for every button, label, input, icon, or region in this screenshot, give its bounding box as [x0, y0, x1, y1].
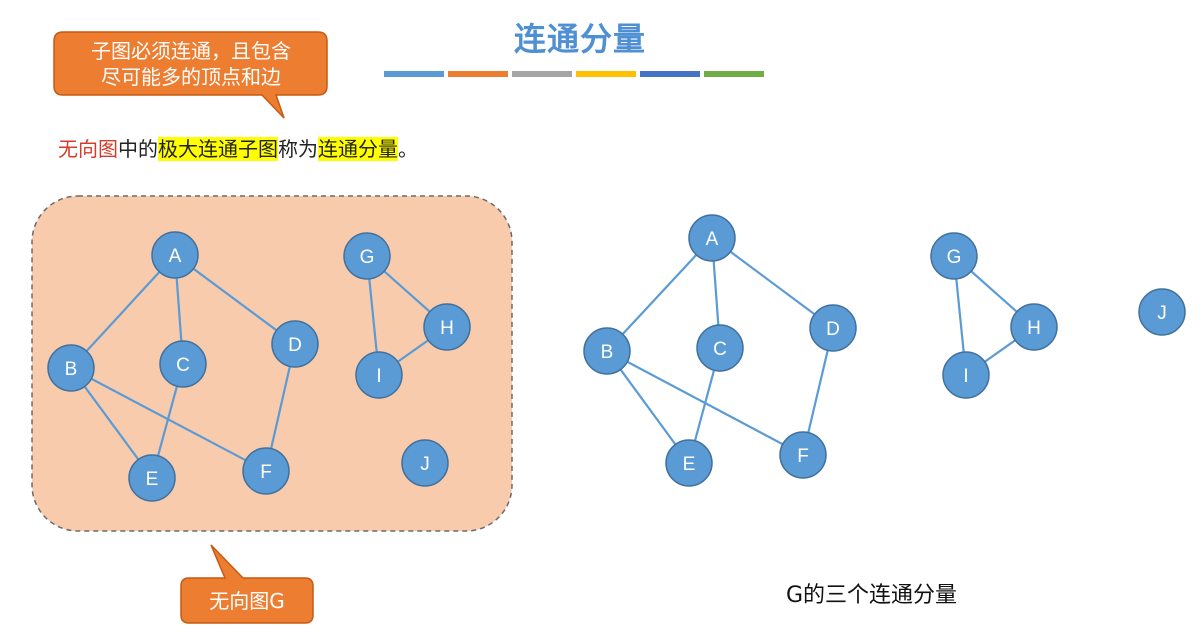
original-node-label-A: A: [169, 246, 182, 267]
definition-highlight-maximal-subgraph: 极大连通子图: [158, 137, 278, 161]
original-node-label-C: C: [176, 355, 190, 376]
original-node-circle-H: [423, 303, 471, 351]
component-node-circle-B: [583, 327, 631, 375]
component-node-B: B: [583, 327, 631, 375]
original-node-circle-B: [47, 344, 95, 392]
component-node-E: E: [665, 439, 713, 487]
title-bar-5: [640, 71, 700, 77]
component-node-F: F: [779, 431, 827, 479]
original-node-I: I: [355, 351, 403, 399]
original-node-E: E: [128, 454, 176, 502]
component-node-label-D: D: [826, 319, 840, 340]
original-node-label-G: G: [360, 247, 375, 268]
original-node-J: J: [401, 439, 449, 487]
components-graph-nodes: A B C D E F G H I J: [583, 214, 1186, 487]
original-node-circle-J: [401, 439, 449, 487]
component-node-label-B: B: [601, 342, 614, 363]
definition-period: 。: [398, 137, 418, 161]
component-node-I: I: [942, 351, 990, 399]
original-node-label-H: H: [440, 318, 454, 339]
component-node-label-J: J: [1157, 303, 1167, 324]
original-node-circle-I: [355, 351, 403, 399]
definition-text-of: 中的: [118, 137, 158, 161]
component-node-circle-J: [1138, 288, 1186, 336]
component-node-label-H: H: [1027, 318, 1041, 339]
component-node-circle-A: [688, 214, 736, 262]
definition-text-called: 称为: [278, 137, 318, 161]
original-node-label-D: D: [288, 335, 302, 356]
title-bar-6: [704, 71, 764, 77]
original-node-D: D: [271, 320, 319, 368]
title-bar-1: [384, 71, 444, 77]
component-node-circle-E: [665, 439, 713, 487]
original-graph-nodes: A B C D E F G H I J: [47, 231, 471, 502]
component-node-circle-F: [779, 431, 827, 479]
component-edge-A-B: [606, 237, 713, 352]
component-node-label-G: G: [947, 247, 962, 268]
bottom-callout-text: 无向图G: [209, 589, 285, 613]
original-node-label-J: J: [420, 454, 430, 475]
component-node-label-F: F: [797, 446, 809, 467]
component-node-C: C: [696, 324, 744, 372]
original-node-circle-F: [242, 447, 290, 495]
original-node-B: B: [47, 344, 95, 392]
original-node-label-B: B: [65, 359, 78, 380]
original-node-H: H: [423, 303, 471, 351]
title-bar-3: [512, 71, 572, 77]
original-node-circle-D: [271, 320, 319, 368]
page-title: 连通分量: [513, 20, 646, 58]
original-node-circle-A: [151, 231, 199, 279]
definition-term-undirected-graph: 无向图: [58, 137, 118, 161]
component-node-J: J: [1138, 288, 1186, 336]
original-edge-A-D: [174, 254, 296, 345]
original-node-circle-C: [159, 340, 207, 388]
bottom-callout-bubble: [180, 544, 314, 624]
title-bar-4: [576, 71, 636, 77]
component-node-circle-G: [930, 232, 978, 280]
component-node-H: H: [1010, 303, 1058, 351]
original-node-G: G: [343, 232, 391, 280]
original-node-A: A: [151, 231, 199, 279]
component-edge-A-D: [711, 237, 834, 329]
original-node-C: C: [159, 340, 207, 388]
component-node-label-I: I: [963, 366, 968, 387]
original-node-label-E: E: [146, 469, 159, 490]
title-underline-bars: [384, 71, 764, 77]
components-caption: G的三个连通分量: [786, 583, 958, 608]
component-node-D: D: [809, 304, 857, 352]
component-node-label-A: A: [706, 229, 719, 250]
component-node-label-E: E: [683, 454, 696, 475]
original-node-circle-G: [343, 232, 391, 280]
component-node-circle-C: [696, 324, 744, 372]
top-callout-line-1: 子图必须连通，且包含: [91, 39, 291, 63]
component-node-A: A: [688, 214, 736, 262]
definition-sentence: 无向图中的极大连通子图称为连通分量。: [58, 133, 418, 162]
top-callout-bubble: [53, 31, 328, 119]
definition-highlight-connected-component: 连通分量: [318, 137, 398, 161]
original-node-label-I: I: [376, 366, 381, 387]
original-node-label-F: F: [260, 462, 272, 483]
component-node-circle-I: [942, 351, 990, 399]
original-edge-A-B: [70, 254, 176, 369]
component-node-G: G: [930, 232, 978, 280]
component-node-circle-H: [1010, 303, 1058, 351]
component-node-label-C: C: [713, 339, 727, 360]
original-node-circle-E: [128, 454, 176, 502]
original-node-F: F: [242, 447, 290, 495]
top-callout-line-2: 尽可能多的顶点和边: [101, 65, 281, 89]
title-bar-2: [448, 71, 508, 77]
top-callout-text: 子图必须连通，且包含 尽可能多的顶点和边: [60, 38, 322, 90]
component-node-circle-D: [809, 304, 857, 352]
